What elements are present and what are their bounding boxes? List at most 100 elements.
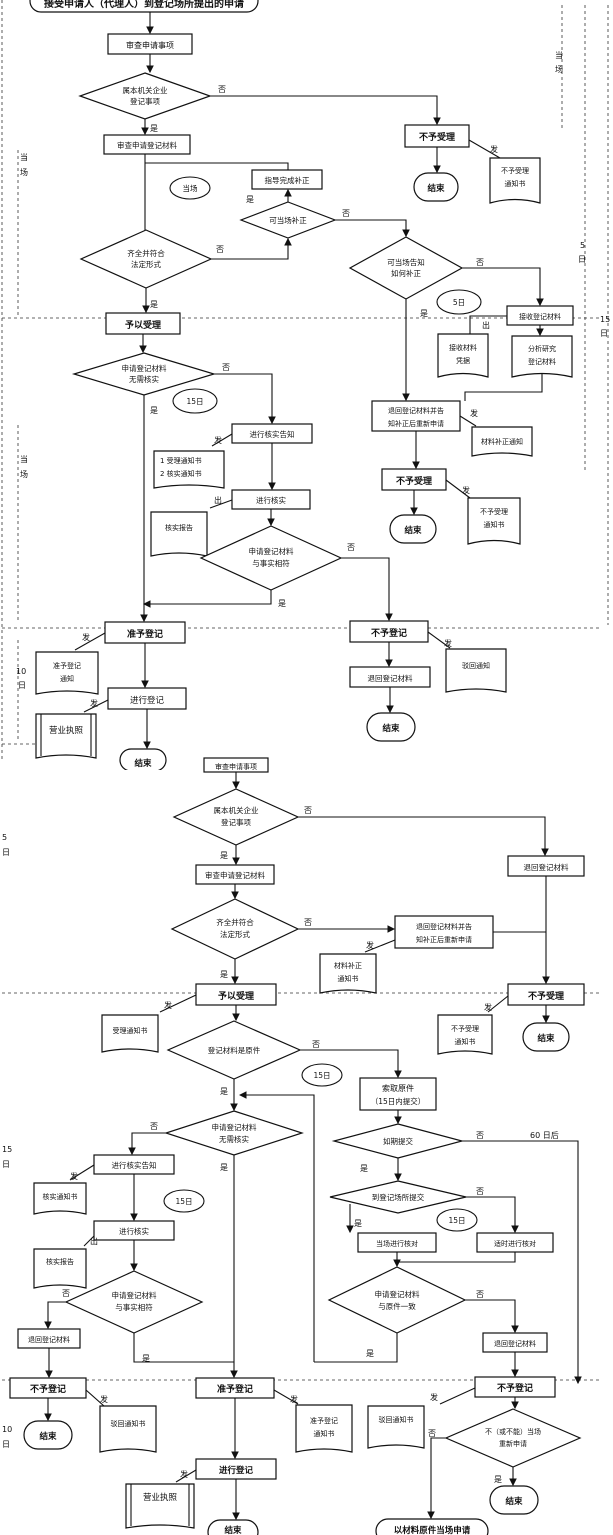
no-label: 否 — [342, 209, 350, 218]
b-final-terminal — [375, 1518, 489, 1535]
issue-label: 发 — [484, 1002, 492, 1012]
b-onsite-check-text: 当场进行核对 — [376, 1239, 418, 1248]
match-l1: 申请登记材料 — [249, 546, 294, 556]
no-label: 否 — [216, 245, 224, 254]
belongs-line2: 登记事项 — [130, 96, 160, 106]
b-register-text: 进行登记 — [219, 1465, 254, 1476]
no-accept2-text: 不予受理 — [396, 475, 432, 487]
b-end1-text: 结束 — [537, 1033, 555, 1044]
yes-label: 是 — [150, 300, 158, 309]
b-d15-text: 15日 — [313, 1071, 330, 1080]
b-return2-text: 退回登记材料 — [494, 1339, 536, 1348]
b-accept-notice-doc — [101, 1014, 159, 1053]
b-complete-l1: 齐全并符合 — [216, 917, 254, 927]
b-to-site-text: 到登记场所提交 — [372, 1192, 425, 1202]
b-side-10d-2: 日 — [2, 1440, 10, 1449]
b-verify-report-text: 核实报告 — [46, 1257, 74, 1266]
b-reject2-notice-doc — [367, 1405, 425, 1449]
belongs-decision — [78, 72, 212, 120]
yes-label: 是 — [220, 970, 228, 979]
top-header-node: 接受申请人（代理人）到登记场所提出的申请 — [29, 0, 259, 13]
fix-notice-doc — [471, 426, 533, 457]
return-fix-l2: 知补正后重新申请 — [388, 419, 444, 428]
b-end3-terminal — [489, 1485, 539, 1515]
side-5d-2: 日 — [578, 255, 586, 264]
yes-label: 是 — [150, 124, 158, 133]
b-timely-check-text: 适时进行核对 — [494, 1239, 536, 1248]
b-license-text: 营业执照 — [143, 1492, 178, 1503]
b-side-5d-2: 日 — [2, 848, 10, 857]
end4-text: 结束 — [382, 723, 400, 734]
reject-notice-doc — [445, 648, 507, 693]
b-complete-l2: 法定形式 — [220, 929, 250, 939]
issue-label: 发 — [470, 408, 478, 418]
match-l2: 与事实相符 — [252, 558, 290, 568]
analyze-l2: 登记材料 — [528, 357, 556, 366]
register-text: 进行登记 — [130, 695, 165, 706]
return-materials-text: 退回登记材料 — [368, 673, 413, 683]
out-label: 出 — [90, 1236, 98, 1246]
top-frame-guides — [1, 0, 609, 760]
issue-label: 发 — [462, 485, 470, 495]
two-notices-l1: 1 受理通知书 — [160, 456, 202, 465]
side-onsite-4: 场 — [20, 168, 28, 177]
end-terminal — [413, 172, 459, 202]
b-end3-text: 结束 — [505, 1496, 523, 1507]
receipt-doc — [437, 333, 489, 378]
approve-notice-l2: 通知 — [60, 674, 74, 683]
yes-label: 是 — [420, 309, 428, 318]
two-notices-doc — [153, 450, 225, 489]
b-resubmit-decision — [444, 1408, 582, 1468]
analyze-doc — [511, 335, 573, 378]
b-side-15d-2: 日 — [2, 1160, 10, 1169]
no-label: 否 — [347, 543, 355, 552]
end3-text: 结束 — [134, 758, 152, 769]
side-10d-1: 10 — [16, 667, 26, 676]
top-header-text: 接受申请人（代理人）到登记场所提出的申请 — [44, 0, 244, 10]
issue-label: 发 — [164, 1000, 172, 1010]
b-complete-decision — [170, 898, 300, 960]
issue-label: 发 — [70, 1171, 78, 1181]
no-label: 否 — [476, 1187, 484, 1196]
yes-label: 是 — [278, 599, 286, 608]
issue-label: 发 — [180, 1469, 188, 1479]
b-d15c-cloud — [436, 1208, 478, 1232]
issue-label: 发 — [430, 1392, 438, 1402]
complete-line2: 法定形式 — [131, 259, 161, 269]
receive-text: 接收登记材料 — [519, 312, 561, 321]
end4-terminal — [366, 712, 416, 742]
issue-label: 发 — [444, 638, 452, 648]
b-side-10d-1: 10 — [2, 1425, 12, 1434]
out-label: 出 — [214, 495, 222, 505]
verify-report-doc — [150, 511, 208, 557]
b-d15b-cloud — [163, 1189, 205, 1213]
no-label: 否 — [476, 1131, 484, 1140]
b-consistent-l2: 与原件一致 — [378, 1301, 416, 1311]
receipt-l2: 凭据 — [456, 356, 470, 365]
return-fix-l1: 退回登记材料并告 — [388, 406, 444, 415]
no-accept-notice2-doc — [467, 497, 521, 545]
no-label: 否 — [476, 1290, 484, 1299]
b-match-l1: 申请登记材料 — [112, 1290, 157, 1300]
b-return-text: 退回登记材料 — [524, 862, 569, 872]
end2-text: 结束 — [404, 525, 422, 536]
issue-label: 发 — [290, 1394, 298, 1404]
issue-label: 发 — [82, 632, 90, 642]
can-inform-decision — [348, 236, 464, 300]
two-notices-l2: 2 核实通知书 — [160, 469, 202, 478]
b-consistent-l1: 申请登记材料 — [375, 1289, 420, 1299]
b-d60: 60 日后 — [530, 1130, 559, 1140]
can-inform-line2: 如何补正 — [391, 268, 421, 278]
yes-label: 是 — [220, 1087, 228, 1096]
b-no-accept-notice-doc — [437, 1014, 493, 1055]
b-no-accept-notice-l2: 通知书 — [455, 1037, 476, 1046]
verify-report-text: 核实报告 — [165, 523, 193, 532]
can-inform-line1: 可当场告知 — [387, 257, 425, 267]
b-reject-notice-text: 驳回通知书 — [111, 1419, 146, 1428]
b-fix-notice-l2: 通知书 — [338, 974, 359, 983]
out-label: 出 — [482, 320, 490, 330]
side-5d-1: 5 — [580, 241, 585, 250]
reject-notice-text: 驳回通知 — [462, 661, 490, 670]
issue-label: 发 — [366, 940, 374, 950]
b-ask-original-l1: 索取原件 — [382, 1083, 414, 1093]
